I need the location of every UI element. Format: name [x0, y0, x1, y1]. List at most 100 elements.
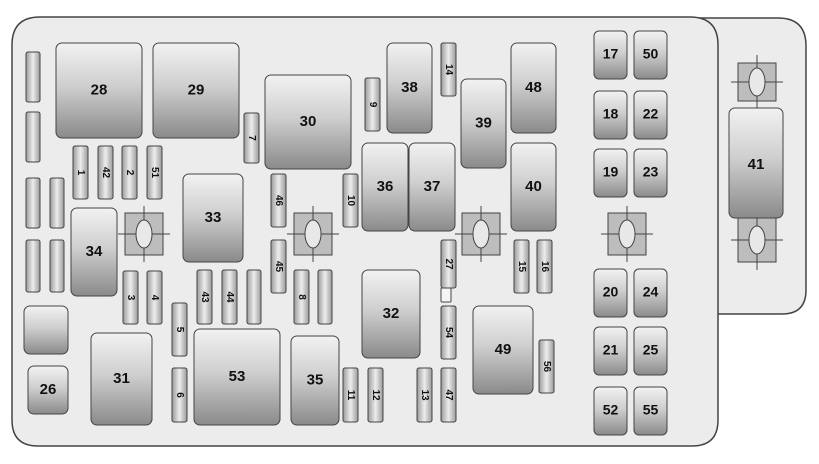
fuse-label: 37 [424, 178, 441, 195]
fuse-label: 47 [443, 389, 454, 401]
fuse-14: 14 [440, 42, 457, 97]
fuse-49: 49 [472, 305, 534, 395]
fuse-9: 9 [364, 77, 381, 132]
fuse-label: 11 [345, 390, 356, 401]
fuse-45: 45 [270, 239, 287, 294]
fuse-28: 28 [55, 42, 143, 139]
fuse-label: 39 [475, 114, 492, 131]
fuse-15: 15 [513, 239, 530, 294]
fuse-33: 33 [182, 173, 244, 263]
connector-terminal [601, 206, 653, 262]
fuse-30: 30 [264, 74, 352, 170]
fuse-label: 5 [174, 327, 185, 333]
fuse-21: 21 [593, 326, 628, 376]
fuse-16: 16 [536, 239, 553, 294]
fuse-51: 51 [146, 145, 163, 200]
fuse-label: 38 [401, 79, 418, 96]
fuse-53: 53 [193, 328, 281, 426]
fuse-47: 47 [440, 367, 457, 423]
fuse-34: 34 [70, 207, 118, 297]
fuse-label: 33 [205, 209, 222, 226]
fuse-label: 12 [370, 389, 381, 401]
fuse-27: 27 [440, 239, 457, 289]
fuse-label: 52 [603, 402, 619, 418]
fuse-label: 31 [113, 370, 130, 387]
connector-terminal [287, 206, 339, 262]
fuse-label: 3 [125, 295, 136, 301]
fuse-1: 1 [72, 145, 89, 200]
fuse-label: 16 [539, 261, 550, 273]
fuse-label: 43 [199, 291, 210, 303]
fuse-label: 10 [345, 195, 356, 207]
fuse-label: 53 [229, 368, 246, 385]
fuse-label: 4 [149, 295, 160, 301]
fuse-43: 43 [196, 269, 213, 325]
fuse-48: 48 [510, 42, 557, 134]
fuse-label: 21 [603, 342, 619, 358]
connector-terminal [118, 206, 170, 262]
fuse-label: 23 [643, 164, 659, 180]
fuse-label: 45 [273, 261, 284, 273]
fuse-label: 36 [377, 178, 394, 195]
fuse-label: 7 [246, 135, 257, 141]
fuse-41: 41 [728, 107, 784, 219]
fuse-label: 48 [525, 79, 542, 96]
fuse-label: 22 [643, 106, 659, 122]
fuse-35: 35 [290, 335, 340, 426]
fuse-56: 56 [538, 339, 555, 394]
fuse-label: 19 [603, 164, 619, 180]
fuse-4: 4 [146, 270, 163, 325]
fuse-17: 17 [593, 30, 628, 80]
fuse-6: 6 [171, 367, 188, 423]
fuse-label: 56 [541, 361, 552, 373]
fuse-3: 3 [122, 270, 139, 325]
fuse-label: 14 [443, 64, 454, 76]
fuse-label: 32 [383, 305, 400, 322]
fuse-44: 44 [221, 269, 238, 325]
terminal-block [440, 287, 452, 303]
fuse-36: 36 [361, 142, 409, 232]
fuse-label: 42 [100, 167, 111, 179]
fuse-11: 11 [342, 367, 359, 423]
fuse-29: 29 [152, 42, 240, 139]
fuse-label: 18 [603, 106, 619, 122]
fuse-24: 24 [633, 268, 668, 318]
fuse-label: 35 [307, 371, 324, 388]
fuse-38: 38 [386, 42, 433, 134]
fuse-25: 25 [633, 326, 668, 376]
fuse-39: 39 [460, 78, 507, 169]
fuse-label: 30 [300, 113, 317, 130]
connector-terminal [455, 206, 507, 262]
fuse-label: 2 [124, 170, 135, 176]
fuse-label: 51 [149, 167, 160, 179]
fuse-label: 13 [419, 389, 430, 401]
fuse-label: 54 [443, 327, 454, 339]
fuse-label: 9 [367, 102, 378, 108]
fuse-label: 44 [224, 291, 235, 303]
fuse-label: 17 [603, 46, 619, 62]
fuse-label: 8 [296, 294, 307, 300]
fuse-label: 40 [525, 178, 542, 195]
connector-terminal [731, 55, 783, 109]
fuse-label: 25 [643, 342, 659, 358]
fuse-37: 37 [408, 142, 456, 232]
fuse-label: 27 [443, 258, 454, 270]
fuse-label: 29 [188, 81, 205, 98]
fuse-label: 46 [273, 195, 284, 207]
fuse-19: 19 [593, 148, 628, 198]
fuse-20: 20 [593, 268, 628, 318]
fuse-52: 52 [593, 386, 628, 436]
fuse-label: 1 [75, 170, 86, 176]
fuse-54: 54 [440, 305, 457, 360]
fuse-label: 55 [643, 402, 659, 418]
fuse-label: 49 [495, 341, 512, 358]
fuse-label: 6 [174, 392, 185, 398]
fuse-label: 34 [86, 243, 103, 260]
fuse-13: 13 [416, 367, 433, 423]
fuse-22: 22 [633, 90, 668, 140]
fuse-label: 26 [40, 381, 57, 398]
fuse-23: 23 [633, 148, 668, 198]
fuse-12: 12 [367, 367, 384, 423]
connector-terminal [731, 210, 783, 270]
